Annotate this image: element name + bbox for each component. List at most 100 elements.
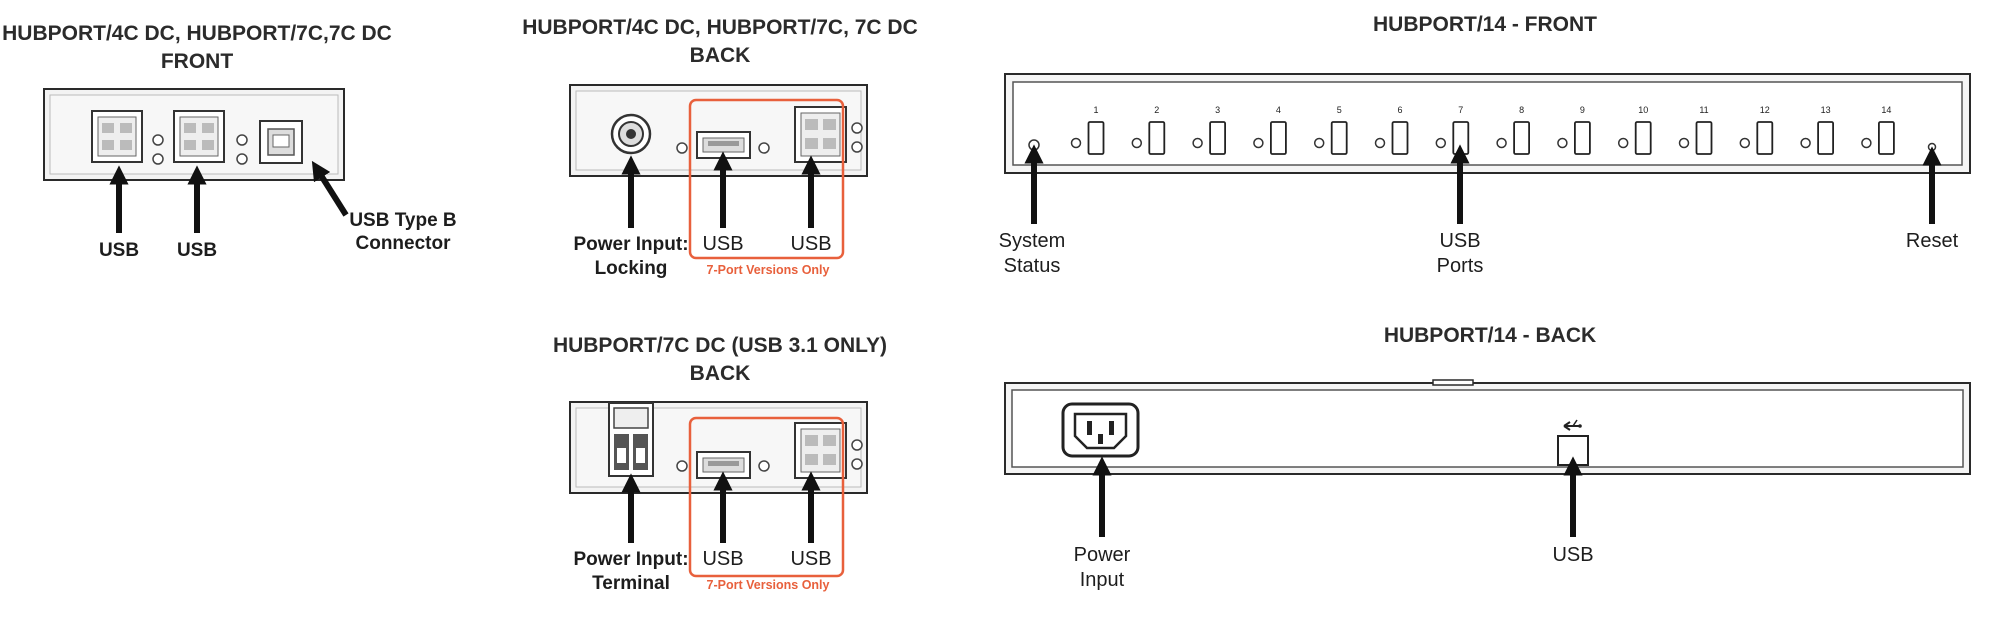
led-icon	[851, 458, 863, 470]
small-back-title-line2: BACK	[690, 44, 751, 67]
port-number-label: 4	[1276, 105, 1281, 115]
label-usb-1: USB	[702, 233, 743, 255]
hub14-back-title: HUBPORT/14 - BACK	[1384, 324, 1596, 347]
seven-port-highlight-box	[688, 416, 845, 578]
led-icon	[676, 142, 688, 154]
port-led-icon	[1617, 137, 1629, 149]
port-led-icon	[1557, 137, 1568, 149]
label-system-status-line1: System	[999, 230, 1066, 252]
port-number-label: 3	[1215, 105, 1220, 115]
small-back-panel: HUBPORT/4C DC, HUBPORT/7C, 7C DC BACK	[522, 16, 918, 279]
led-icon	[152, 153, 164, 165]
label-usb-2: USB	[790, 233, 831, 255]
usb-type-b-port-icon	[259, 120, 303, 164]
small-front-panel: HUBPORT/4C DC, HUBPORT/7C,7C DC FRONT	[2, 22, 457, 261]
port-number-label: 14	[1881, 105, 1891, 115]
usb-a-dual-port-icon	[794, 106, 847, 163]
locking-power-jack-icon	[610, 113, 652, 155]
arrow-usb-type-b	[311, 160, 349, 217]
usb-type-b-port-icon	[1557, 435, 1589, 466]
usb-a-dual-port-icon	[794, 422, 847, 479]
usb-port-icon	[1087, 121, 1105, 155]
led-icon	[758, 142, 770, 154]
label-usb-1: USB	[99, 240, 139, 261]
small-back-usb31-device	[569, 401, 868, 494]
port-number-label: 2	[1154, 105, 1159, 115]
port-number-label: 6	[1397, 105, 1402, 115]
usb-symbol-icon	[1563, 419, 1582, 431]
port-number-label: 12	[1760, 105, 1770, 115]
port-led-icon	[1313, 137, 1325, 149]
usb-a-port-icon	[696, 451, 751, 479]
usb-a-port-icon	[696, 131, 751, 159]
label-system-status-line2: Status	[1004, 255, 1061, 277]
label-usb-type-b-line2: Connector	[356, 233, 452, 254]
small-front-title-line2: FRONT	[161, 50, 233, 73]
port-number-label: 13	[1821, 105, 1831, 115]
led-icon	[236, 153, 248, 165]
small-back-device	[569, 84, 868, 177]
seven-port-note: 7-Port Versions Only	[707, 578, 830, 592]
label-usb-ports-line2: Ports	[1437, 255, 1484, 277]
usb-port-icon	[1330, 121, 1348, 155]
reset-button-icon	[1927, 142, 1937, 152]
seven-port-note: 7-Port Versions Only	[707, 263, 830, 277]
label-usb-type-b-line1: USB Type B	[349, 210, 456, 231]
port-led-icon	[1435, 137, 1447, 149]
terminal-block-icon	[608, 402, 654, 477]
port-number-label: 8	[1519, 105, 1524, 115]
small-back-usb31-panel: HUBPORT/7C DC (USB 3.1 ONLY) BACK	[553, 334, 887, 594]
usb-port-icon	[1574, 121, 1591, 155]
port-led-icon	[1374, 137, 1386, 149]
label-power-input-line2: Terminal	[592, 573, 670, 594]
port-led-icon	[1739, 137, 1751, 149]
led-icon	[851, 141, 863, 153]
small-front-title-line1: HUBPORT/4C DC, HUBPORT/7C,7C DC	[2, 22, 392, 45]
label-usb: USB	[1552, 544, 1593, 566]
usb-port-icon	[1209, 121, 1226, 155]
small-front-device	[43, 88, 345, 181]
usb-port-icon	[1270, 121, 1287, 155]
label-power-input-line1: Power	[1074, 544, 1131, 566]
led-icon	[758, 460, 770, 472]
port-led-icon	[1253, 137, 1264, 149]
label-reset: Reset	[1906, 230, 1959, 252]
usb-a-port-icon	[91, 110, 143, 163]
port-led-icon	[1800, 137, 1811, 149]
usb-port-icon	[1634, 121, 1652, 155]
usb-port-icon	[1695, 121, 1713, 155]
small-back-usb31-title-line2: BACK	[690, 362, 751, 385]
small-back-title-line1: HUBPORT/4C DC, HUBPORT/7C, 7C DC	[522, 16, 918, 39]
port-number-label: 1	[1093, 105, 1098, 115]
label-usb-2: USB	[790, 548, 831, 570]
port-number-label: 11	[1699, 105, 1708, 115]
port-led-icon	[1496, 137, 1507, 149]
label-power-input-line2: Locking	[595, 258, 668, 279]
usb-port-icon	[1513, 121, 1530, 155]
hub14-back-panel: HUBPORT/14 - BACK Power Input U	[1004, 324, 1971, 591]
hub14-front-title: HUBPORT/14 - FRONT	[1373, 13, 1597, 36]
port-led-icon	[1070, 137, 1082, 149]
usb-port-icon	[1452, 121, 1470, 155]
label-usb-1: USB	[702, 548, 743, 570]
led-icon	[236, 134, 248, 146]
usb-a-port-icon	[173, 110, 225, 163]
label-power-input-line1: Power Input:	[573, 234, 688, 255]
small-back-usb31-title-line1: HUBPORT/7C DC (USB 3.1 ONLY)	[553, 334, 887, 357]
led-icon	[676, 460, 688, 472]
port-led-icon	[1192, 137, 1203, 149]
port-led-icon	[1678, 137, 1690, 149]
port-number-label: 5	[1337, 105, 1342, 115]
label-power-input-line1: Power Input:	[573, 549, 688, 570]
usb-port-icon	[1817, 121, 1834, 155]
usb-port-icon	[1878, 121, 1895, 155]
port-number-label: 7	[1458, 105, 1463, 115]
led-icon	[152, 134, 164, 146]
led-icon	[851, 439, 863, 451]
usb-port-icon	[1391, 121, 1409, 155]
usb-port-icon	[1756, 121, 1774, 155]
led-icon	[851, 122, 863, 134]
